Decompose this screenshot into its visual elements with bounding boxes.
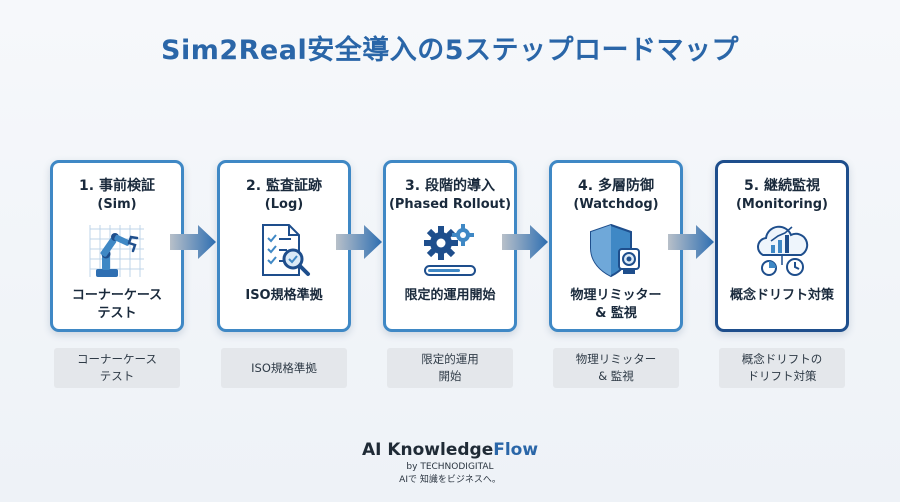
arrow-right-icon bbox=[336, 225, 382, 259]
shield-camera-icon bbox=[590, 223, 640, 278]
step-label: ISO規格準拠 bbox=[245, 288, 323, 303]
step-number: 2. 監査証跡 bbox=[246, 178, 322, 194]
step-card-watchdog[interactable]: 4. 多層防御 (Watchdog) 物理リミッター& 監視 bbox=[549, 160, 683, 332]
step-subtitle: (Sim) bbox=[97, 197, 137, 212]
step-label: 限定的運用開始 bbox=[404, 288, 496, 303]
step-card-phased-rollout[interactable]: 3. 段階的導入 (Phased Rollout) 限定的運用開始 bbox=[383, 160, 517, 332]
brand-logo: AI KnowledgeFlow bbox=[361, 440, 539, 460]
step-note-sim: コーナーケーステスト bbox=[54, 348, 180, 388]
arrow-right-icon bbox=[170, 225, 216, 259]
step-number: 1. 事前検証 bbox=[79, 178, 155, 194]
step-label: コーナーケーステスト bbox=[71, 288, 163, 321]
step-number: 4. 多層防御 bbox=[578, 178, 654, 194]
step-label: 概念ドリフト対策 bbox=[729, 288, 834, 303]
step-note-phased-rollout: 限定的運用開始 bbox=[387, 348, 513, 388]
brand-tagline: AIで 知識をビジネスへ。 bbox=[399, 475, 501, 485]
brand-footer: AI KnowledgeFlow by TECHNODIGITAL AIで 知識… bbox=[0, 440, 900, 487]
cloud-analytics-icon bbox=[757, 225, 809, 276]
brand-company: by TECHNODIGITAL bbox=[406, 462, 494, 472]
step-note-watchdog: 物理リミッター& 監視 bbox=[553, 348, 679, 388]
robot-arm-icon bbox=[89, 225, 144, 277]
arrow-right-icon bbox=[668, 225, 714, 259]
step-subtitle: (Phased Rollout) bbox=[388, 197, 512, 212]
step-subtitle: (Watchdog) bbox=[573, 197, 659, 212]
arrow-right-icon bbox=[502, 225, 548, 259]
step-subtitle: (Log) bbox=[264, 197, 304, 212]
step-number: 3. 段階的導入 bbox=[405, 178, 495, 194]
checklist-magnifier-icon bbox=[262, 224, 310, 276]
step-card-log[interactable]: 2. 監査証跡 (Log) ISO規格準拠 bbox=[217, 160, 351, 332]
step-note-monitoring: 概念ドリフトのドリフト対策 bbox=[719, 348, 845, 388]
gears-progress-icon bbox=[424, 224, 476, 276]
step-card-monitoring[interactable]: 5. 継続監視 (Monitoring) 概念ドリフト対策 bbox=[715, 160, 849, 332]
step-label: 物理リミッター& 監視 bbox=[570, 288, 662, 321]
step-card-sim[interactable]: 1. 事前検証 (Sim) コーナーケーステスト bbox=[50, 160, 184, 332]
page-title: Sim2Real安全導入の5ステップロードマップ bbox=[161, 35, 739, 66]
step-number: 5. 継続監視 bbox=[744, 178, 820, 194]
step-note-log: ISO規格準拠 bbox=[221, 348, 347, 388]
step-subtitle: (Monitoring) bbox=[735, 197, 829, 212]
